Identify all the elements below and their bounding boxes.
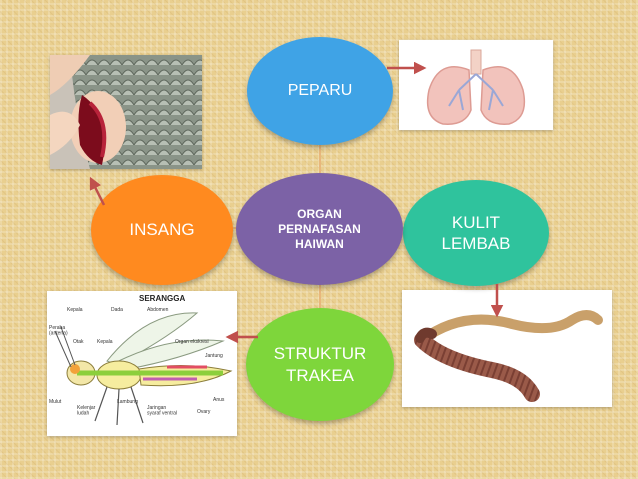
node-struktur-trakea: STRUKTUR TRAKEA: [246, 308, 394, 421]
insect-label-dada: Dada: [111, 307, 123, 313]
arrow-insang-to-gills: [89, 176, 106, 206]
node-center-label: ORGAN PERNAFASAN HAIWAN: [278, 206, 361, 251]
node-kulit-lembab: KULIT LEMBAB: [403, 180, 549, 286]
insect-label-otak: Otak: [73, 339, 84, 345]
earthworm-photo: [402, 290, 612, 407]
insect-diagram: SERANGGA Kepala Dada Abdomen Peraba(ante…: [47, 291, 237, 436]
insect-label-lambung: Lambung: [117, 399, 138, 405]
node-peparu-label: PEPARU: [287, 82, 353, 99]
node-struktur-trakea-label: STRUKTUR TRAKEA: [273, 343, 367, 385]
fish-gills-photo: [50, 55, 202, 169]
insect-label-peraba: Peraba(antena): [49, 325, 68, 337]
insect-label-kepala: Kepala: [67, 307, 83, 313]
node-insang: INSANG: [91, 175, 233, 285]
insect-label-jantung: Jantung: [205, 353, 223, 359]
lungs-photo: [399, 40, 553, 130]
node-center-organ-pernafasan: ORGAN PERNAFASAN HAIWAN: [236, 173, 403, 285]
insect-title: SERANGGA: [139, 294, 185, 303]
node-peparu: PEPARU: [247, 37, 393, 145]
insect-label-abdomen: Abdomen: [147, 307, 169, 313]
insect-label-kepala2: Kepala: [97, 339, 113, 345]
insect-label-anus: Anus: [213, 397, 225, 403]
insect-label-ovary: Ovary: [197, 409, 211, 415]
node-insang-label: INSANG: [129, 220, 195, 239]
insect-label-organ-ekskresi: Organ ekskresi: [175, 339, 209, 345]
insect-label-mulut: Mulut: [49, 399, 62, 405]
node-kulit-lembab-label: KULIT LEMBAB: [441, 213, 511, 253]
